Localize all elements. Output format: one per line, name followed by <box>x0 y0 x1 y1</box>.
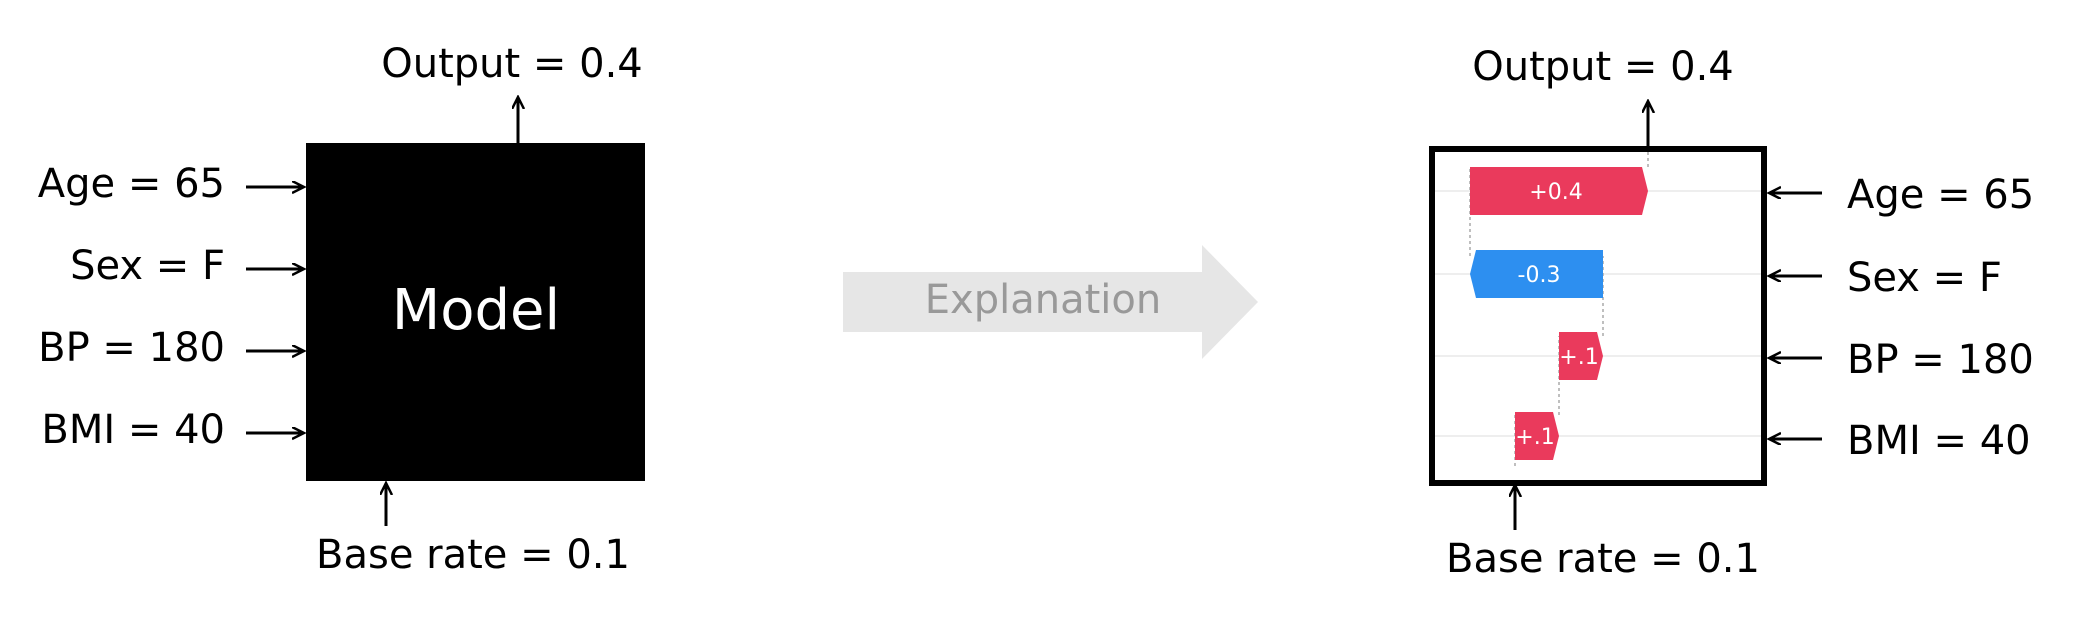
bar-sex-contribution <box>1470 250 1603 298</box>
left-output-label: Output = 0.4 <box>381 41 643 87</box>
left-input-age: Age = 65 <box>38 161 225 207</box>
bar-bp-label: +.1 <box>1559 345 1598 370</box>
left-input-sex: Sex = F <box>70 243 225 289</box>
explanation-arrow-shape <box>843 245 1258 359</box>
right-input-bmi: BMI = 40 <box>1847 418 2031 464</box>
explanation-arrow: Explanation <box>843 245 1258 359</box>
model-box <box>306 143 645 481</box>
left-panel: Output = 0.4 Model Age = 65 Sex = F BP =… <box>38 41 645 578</box>
right-input-age: Age = 65 <box>1847 172 2034 218</box>
left-base-rate-label: Base rate = 0.1 <box>316 532 630 578</box>
bar-bmi-contribution <box>1515 412 1559 460</box>
bar-age-contribution <box>1470 167 1648 215</box>
explanation-box <box>1429 146 1767 486</box>
right-input-bp: BP = 180 <box>1847 337 2034 383</box>
right-input-sex: Sex = F <box>1847 255 2002 301</box>
bar-bp-contribution <box>1559 332 1603 380</box>
right-base-rate-label: Base rate = 0.1 <box>1446 536 1760 582</box>
model-label: Model <box>392 278 560 343</box>
bar-sex-label: -0.3 <box>1518 263 1561 288</box>
left-input-bmi: BMI = 40 <box>41 407 225 453</box>
bar-bmi-label: +.1 <box>1515 425 1554 450</box>
right-panel: Output = 0.4 +0.4 -0.3 +.1 +.1 Age <box>1429 44 2034 582</box>
left-input-bp: BP = 180 <box>38 325 225 371</box>
bar-age-label: +0.4 <box>1529 180 1582 205</box>
explanation-label: Explanation <box>925 277 1161 323</box>
row-guides <box>1435 190 1761 437</box>
right-output-label: Output = 0.4 <box>1472 44 1734 90</box>
